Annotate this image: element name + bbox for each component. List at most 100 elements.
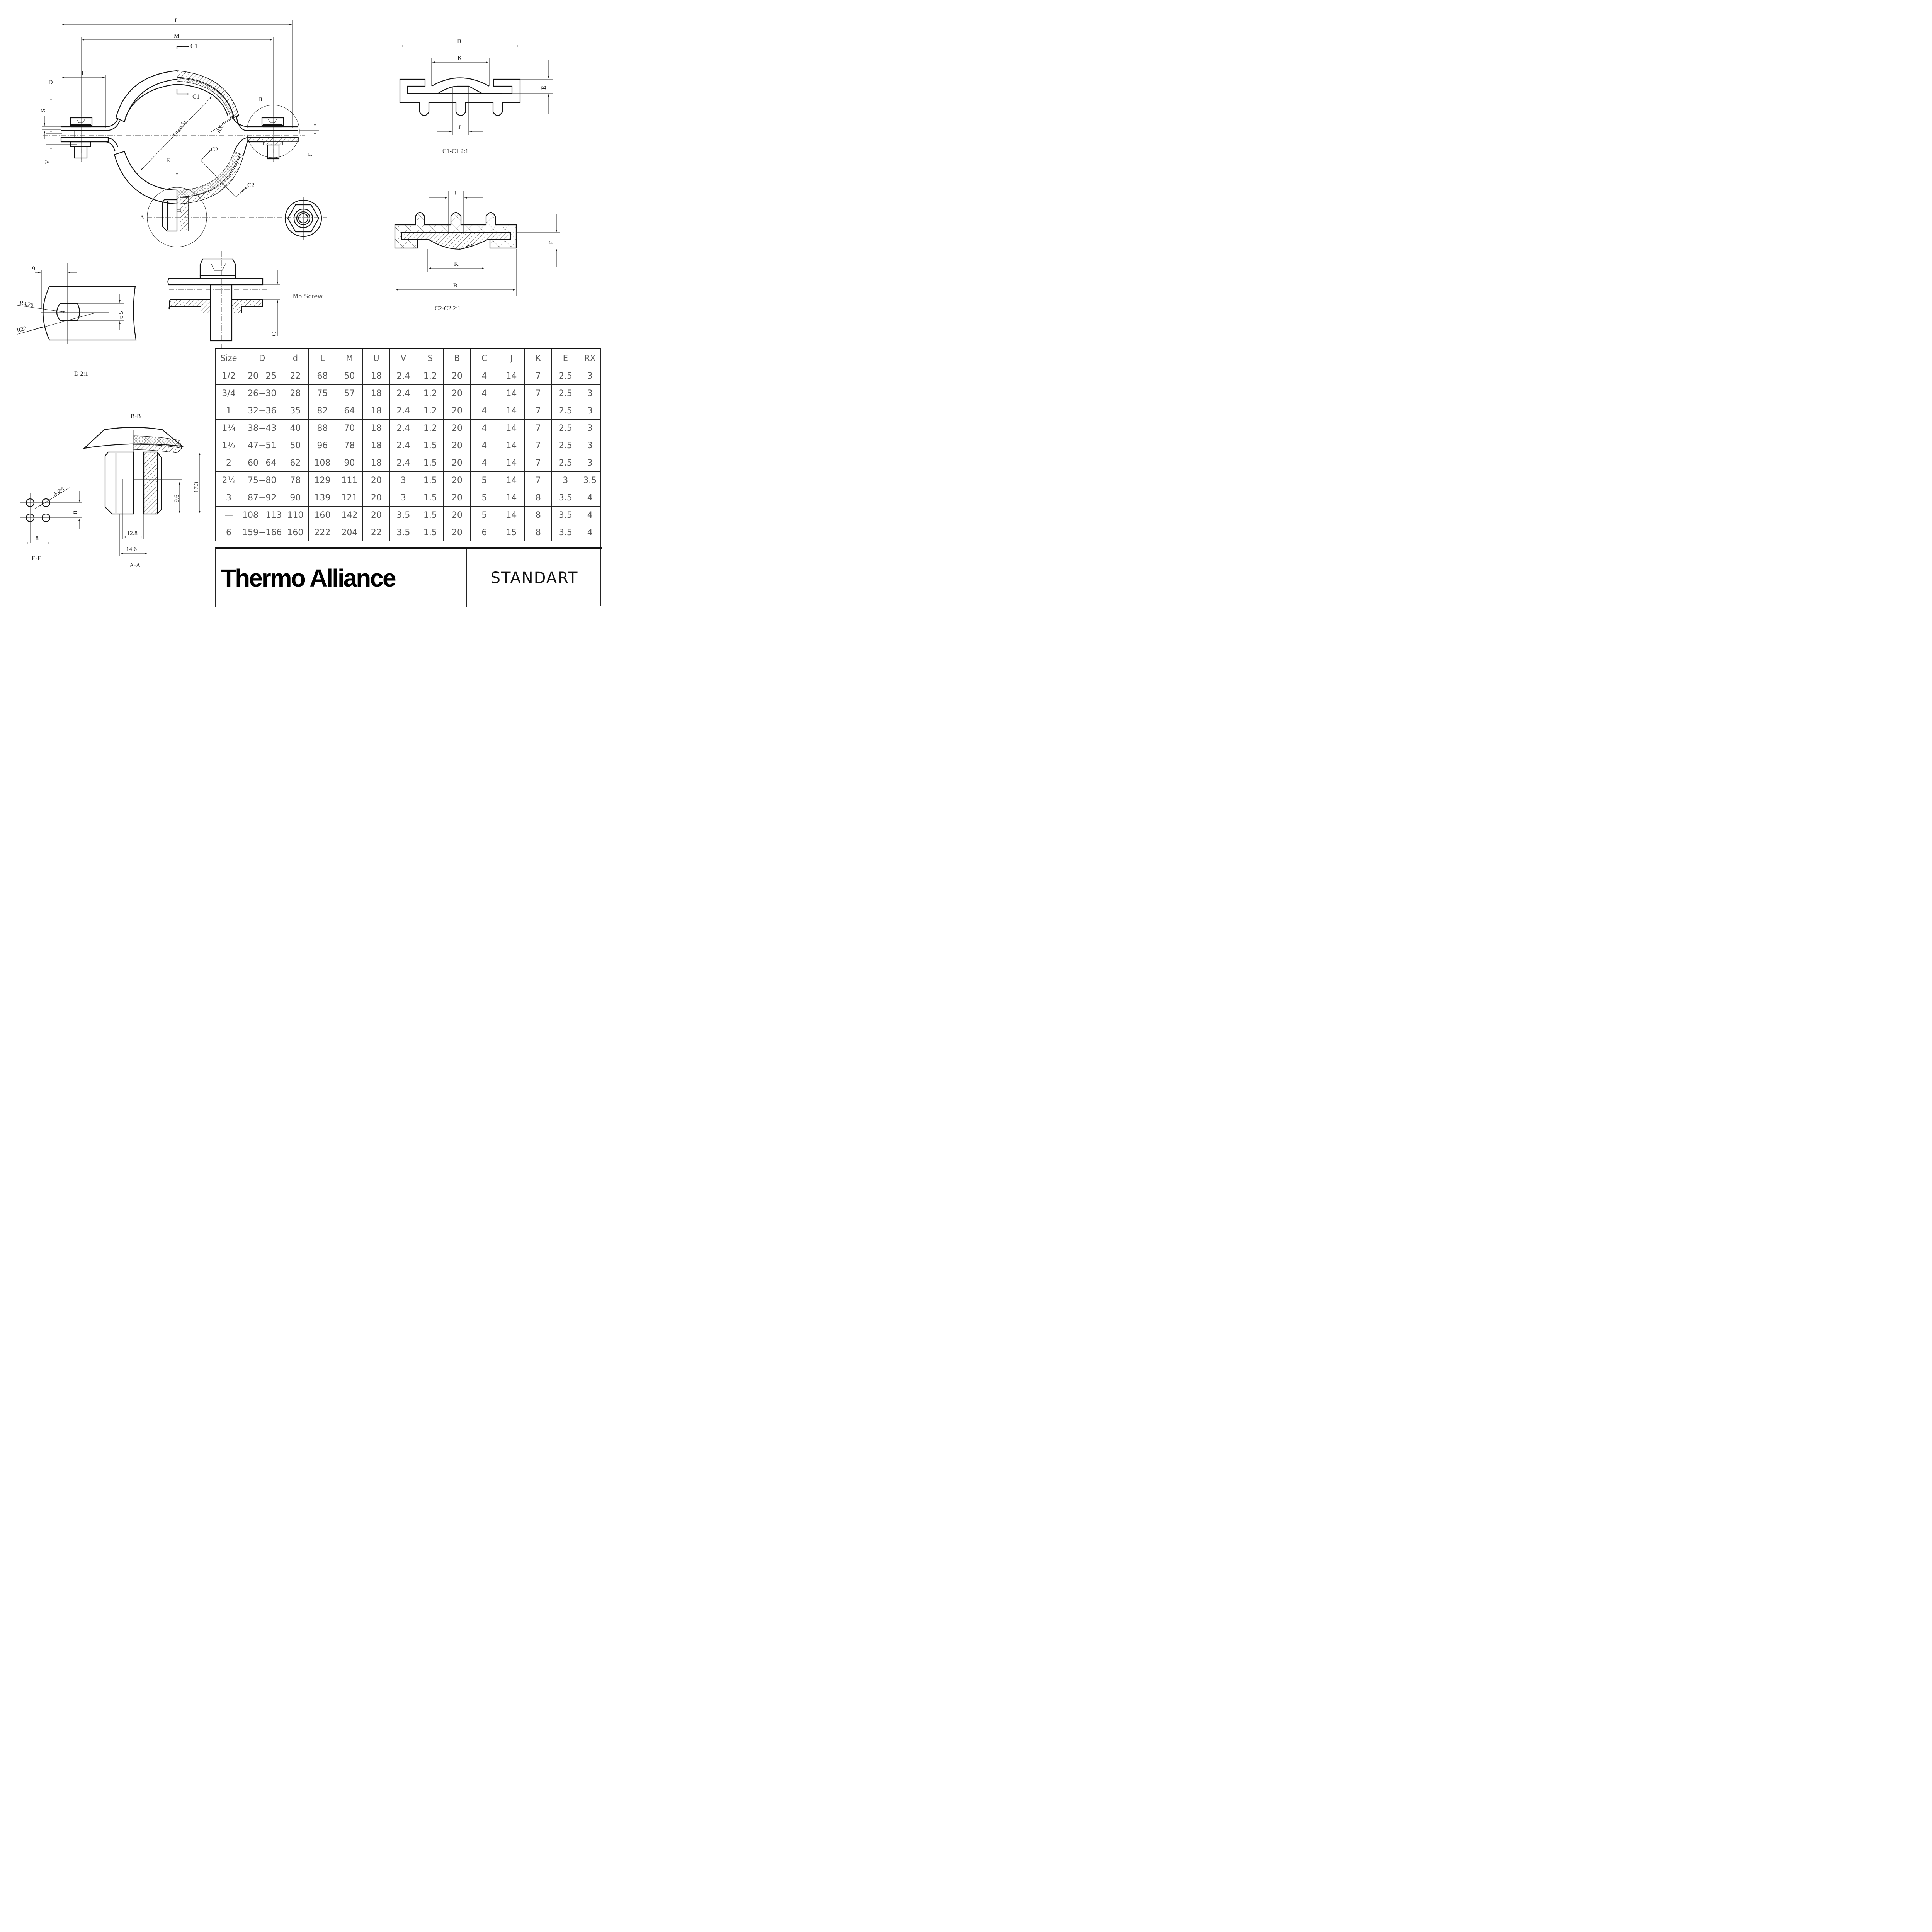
c2-dim-B: B [453, 282, 457, 289]
table-cell: 90 [336, 454, 363, 472]
table-cell: 14 [498, 367, 525, 385]
table-cell: 2.4 [389, 367, 417, 385]
table-cell: 47−51 [242, 437, 282, 454]
table-cell: 18 [362, 384, 390, 402]
table-cell: 8 [524, 506, 552, 524]
dim-C: C [307, 152, 314, 156]
dim-M: M [174, 33, 179, 39]
table-cell: 6 [215, 524, 242, 541]
table-cell: 7 [524, 402, 552, 420]
col-header: B [443, 348, 471, 367]
table-cell: 75 [308, 384, 337, 402]
table-right-border [600, 348, 601, 606]
bb-mark-tick: | [111, 412, 112, 418]
table-cell: 7 [524, 471, 552, 489]
table-cell: 110 [282, 506, 309, 524]
table-cell: 20 [443, 402, 471, 420]
col-header: J [498, 348, 525, 367]
table-cell: 3 [579, 419, 601, 437]
table-cell: 20 [443, 384, 471, 402]
table-cell: 159−166 [242, 524, 282, 541]
table-cell: 4 [470, 454, 498, 472]
table-cell: 2½ [215, 471, 242, 489]
table-cell: 3 [579, 454, 601, 472]
table-cell: 111 [336, 471, 363, 489]
table-cell: 3 [579, 384, 601, 402]
d-dim-r-small: R4.25 [19, 300, 34, 308]
table-cell: 4 [470, 402, 498, 420]
table-cell: 78 [336, 437, 363, 454]
ee-dim-pitch-y: 8 [72, 511, 79, 514]
c1-dim-E: E [541, 86, 547, 90]
col-header: C [470, 348, 498, 367]
table-cell: 82 [308, 402, 337, 420]
table-cell: 20 [443, 367, 471, 385]
aa-dim-total: 17.3 [193, 482, 200, 493]
table-cell: 1.5 [417, 489, 444, 507]
col-header: M [336, 348, 363, 367]
table-cell: 204 [336, 524, 363, 541]
table-cell: 20 [443, 506, 471, 524]
table-cell: 38−43 [242, 419, 282, 437]
table-cell: 3 [215, 489, 242, 507]
c1-dim-B: B [457, 38, 461, 45]
d-dim-slot: 6.5 [118, 311, 124, 319]
table-cell: 3.5 [389, 524, 417, 541]
table-cell: 1.5 [417, 524, 444, 541]
table-cell: 4 [579, 524, 601, 541]
table-cell: 20 [443, 524, 471, 541]
ee-holes: 4-Ø4 [52, 486, 66, 498]
table-cell: 50 [336, 367, 363, 385]
col-header: Size [215, 348, 242, 367]
table-cell: 90 [282, 489, 309, 507]
standard-label: STANDART [490, 569, 578, 587]
standard-cell: STANDART [467, 549, 602, 607]
col-header: E [551, 348, 580, 367]
c1-dim-K: K [457, 55, 462, 61]
table-cell: 1.5 [417, 471, 444, 489]
dim-RX: RX [216, 124, 225, 134]
aa-dim-thread: 9.6 [173, 495, 180, 502]
table-cell: 22 [362, 524, 390, 541]
col-header: K [524, 348, 552, 367]
table-cell: 14 [498, 471, 525, 489]
section-c2-view: J E K B C2-C2 2:1 [394, 190, 560, 312]
detail-d-view: 9 6.5 R4.25 R20 D 2:1 [16, 263, 137, 377]
c2-dim-K: K [454, 261, 459, 267]
table-cell: 18 [362, 367, 390, 385]
table-cell: 7 [524, 419, 552, 437]
table-cell: 96 [308, 437, 337, 454]
table-cell: 3 [579, 402, 601, 420]
table-cell: 20 [443, 489, 471, 507]
table-cell: 3.5 [389, 506, 417, 524]
table-cell: 18 [362, 419, 390, 437]
table-cell: 1½ [215, 437, 242, 454]
table-cell: 28 [282, 384, 309, 402]
table-cell: 18 [362, 402, 390, 420]
table-cell: 64 [336, 402, 363, 420]
table-cell: 1.2 [417, 419, 444, 437]
col-header: D [242, 348, 282, 367]
table-cell: 6 [470, 524, 498, 541]
dim-U: U [82, 70, 86, 77]
table-cell: 20 [443, 454, 471, 472]
table-cell: 20−25 [242, 367, 282, 385]
table-cell: 20 [443, 471, 471, 489]
col-header: L [308, 348, 337, 367]
company-cell: Thermo Alliance [216, 549, 467, 607]
table-cell: 15 [498, 524, 525, 541]
aa-dim-inner: 12.8 [127, 530, 138, 537]
table-cell: 5 [470, 489, 498, 507]
dim-S: S [40, 109, 47, 112]
section-aa-bb-view: | B-B 9.6 17.3 12.8 14.6 A-A [83, 412, 203, 569]
table-cell: 50 [282, 437, 309, 454]
table-cell: 20 [443, 419, 471, 437]
main-view: L M U D S V C1 C1 [40, 17, 327, 247]
table-cell: 4 [470, 367, 498, 385]
